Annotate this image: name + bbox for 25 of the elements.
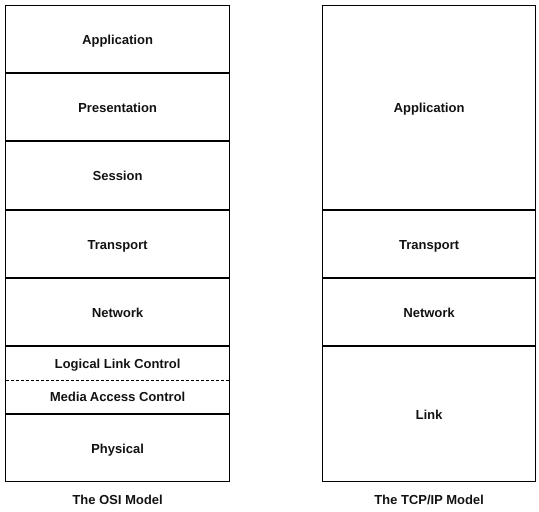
- layer-name: Transport: [88, 236, 148, 252]
- layer-box: [322, 278, 536, 346]
- layer-name: Presentation: [78, 100, 157, 114]
- layer-box: [5, 141, 230, 210]
- layer-box: [5, 5, 230, 73]
- layer-box: [5, 210, 230, 278]
- layer-name: Link: [416, 406, 442, 422]
- layer-box: [5, 73, 230, 141]
- layer-name: Application: [82, 32, 153, 46]
- layer-name: Transport: [399, 236, 459, 252]
- layer-box: [322, 210, 536, 278]
- layer-name: Session: [92, 168, 142, 183]
- layer-name: Logical Link Control: [54, 356, 180, 371]
- layer-box: [5, 346, 230, 414]
- layer-name: Media Access Control: [50, 389, 186, 404]
- layer-box: [5, 414, 230, 482]
- layer-name: Network: [92, 304, 144, 320]
- layer-box: [5, 278, 230, 346]
- layer-name: Physical: [91, 440, 144, 456]
- model-caption: The TCP/IP Model: [373, 492, 485, 507]
- layer-name: Network: [403, 304, 455, 320]
- layer-box: [322, 5, 536, 210]
- layer-name: Application: [394, 100, 464, 115]
- model-caption: The OSI Model: [71, 492, 164, 507]
- layer-box: [322, 346, 536, 482]
